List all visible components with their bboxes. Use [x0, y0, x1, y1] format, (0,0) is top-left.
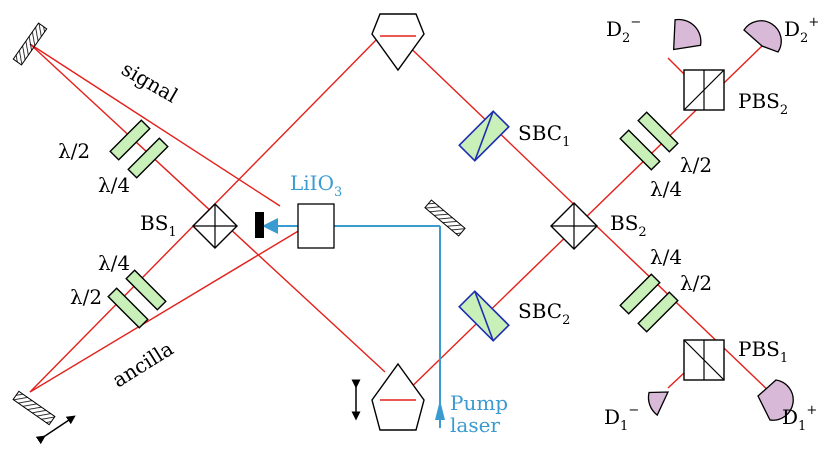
label-lambda4-bottom-right: λ/4 — [650, 245, 682, 269]
label-bs1: BS1 — [140, 211, 177, 240]
waveplate-lambda4-ancilla — [125, 269, 167, 311]
label-d2-minus: D2− — [606, 15, 641, 46]
mirror-signal — [12, 22, 48, 66]
prism-top — [371, 13, 425, 72]
mirror-ancilla — [12, 390, 56, 426]
label-sbc1: SBC1 — [518, 121, 570, 150]
label-d1-minus: D1− — [604, 403, 639, 434]
label-lambda2-bottom-right: λ/2 — [680, 271, 712, 295]
pbs1-cube — [683, 339, 725, 381]
beam-ancilla-1 — [29, 229, 301, 393]
label-lambda2-top-right: λ/2 — [680, 153, 712, 177]
beam-dump — [255, 212, 264, 238]
sbc1 — [458, 110, 510, 162]
label-lambda4-signal: λ/4 — [98, 173, 130, 197]
pump-direction-arrow — [435, 400, 445, 420]
label-sbc2: SBC2 — [518, 299, 570, 328]
label-lambda2-ancilla: λ/2 — [70, 285, 102, 309]
beam-signal-1 — [29, 43, 281, 207]
prism-bottom — [371, 362, 425, 431]
translation-arrow-icon — [35, 415, 76, 445]
pbs2-cube — [683, 69, 725, 111]
waveplate-lambda2-ancilla — [107, 287, 149, 329]
label-lambda4-top-right: λ/4 — [650, 177, 682, 201]
label-pump: Pump — [450, 391, 508, 415]
bs1-cube — [192, 203, 238, 249]
label-laser: laser — [450, 413, 500, 437]
label-pbs1: PBS1 — [738, 337, 788, 366]
label-signal: signal — [118, 57, 183, 108]
waveplate-lambda4-top-right — [619, 129, 661, 171]
label-lambda4-ancilla: λ/4 — [98, 251, 130, 275]
waveplate-lambda4-signal — [127, 137, 169, 179]
label-d2-plus: D2+ — [784, 15, 819, 46]
label-bs2: BS2 — [610, 211, 647, 240]
sbc2 — [458, 290, 510, 342]
detector-d1-minus — [647, 391, 670, 417]
label-d1-plus: D1+ — [782, 403, 817, 434]
waveplate-lambda2-signal — [109, 119, 151, 161]
detector-d2-minus — [672, 18, 702, 51]
waveplate-lambda2-top-right — [637, 111, 679, 153]
mirror-pump — [424, 199, 466, 237]
waveplate-lambda4-bottom-right — [619, 273, 661, 315]
label-pbs2: PBS2 — [738, 89, 788, 118]
detector-d1-plus — [757, 379, 794, 421]
bs2-cube — [550, 202, 598, 250]
beam-signal-2 — [29, 43, 386, 373]
label-crystal: LiIO3 — [290, 171, 342, 200]
label-lambda2-signal: λ/2 — [58, 139, 90, 163]
lio3-crystal — [297, 203, 335, 249]
label-ancilla: ancilla — [108, 336, 178, 392]
waveplate-lambda2-bottom-right — [637, 291, 679, 333]
detector-d2-plus — [743, 20, 782, 53]
